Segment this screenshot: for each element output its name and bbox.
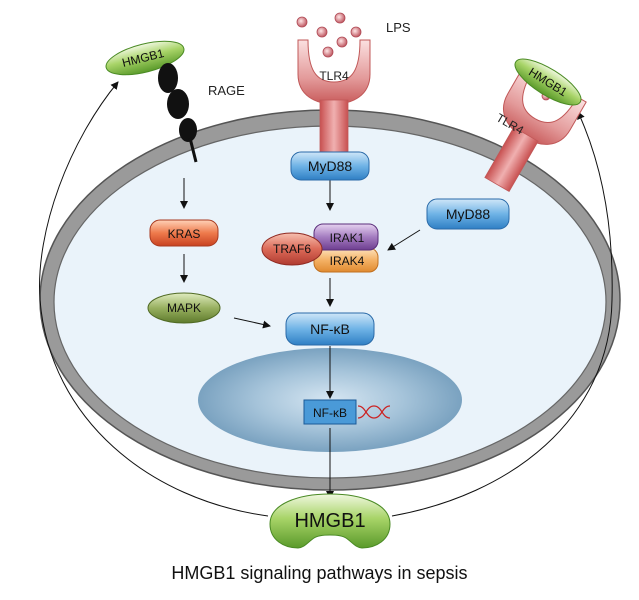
tlr4-top-label: TLR4: [319, 69, 349, 83]
hmgb1-bottom-label: HMGB1: [294, 510, 365, 532]
myd88-center-box: [290, 151, 370, 181]
nfkb-cyto-label: NF-κB: [310, 321, 350, 337]
diagram-caption: HMGB1 signaling pathways in sepsis: [171, 563, 468, 583]
irak1-box: [313, 223, 379, 251]
myd88-center-label: MyD88: [308, 158, 353, 174]
feedback-arrow-right: [391, 111, 613, 517]
tlr4-right-receptor: [484, 65, 587, 193]
feedback-arrow-left: [39, 81, 269, 517]
mapk-box: [147, 292, 221, 324]
lps-particles: [296, 12, 362, 58]
nfkb-nucleus-label: NF-κB: [313, 406, 347, 420]
lps-label: LPS: [386, 20, 411, 35]
hmgb1-bottom-molecule: [269, 493, 391, 549]
kras-box: [149, 219, 219, 247]
irak1-label: IRAK1: [330, 231, 365, 245]
nfkb-cyto-box: [285, 312, 375, 346]
tlr4-top-receptor: [297, 39, 371, 159]
traf6-label: TRAF6: [273, 242, 311, 256]
arrow-mapk-nfkb: [233, 317, 271, 329]
arrow-myd88right-irak: [387, 229, 421, 251]
hmgb1-left-molecule: [105, 40, 185, 76]
kras-label: KRAS: [168, 227, 201, 241]
traf6-box: [261, 232, 323, 266]
myd88-right-label: MyD88: [446, 206, 491, 222]
rage-receptor: [158, 63, 198, 163]
rage-label: RAGE: [208, 83, 245, 98]
nfkb-nucleus-box: [303, 399, 357, 425]
mapk-label: MAPK: [167, 301, 201, 315]
hmgb1-right-molecule: [514, 58, 582, 106]
dna-helix-icon: [357, 405, 391, 419]
myd88-right-box: [426, 198, 510, 230]
irak4-label: IRAK4: [330, 254, 365, 268]
